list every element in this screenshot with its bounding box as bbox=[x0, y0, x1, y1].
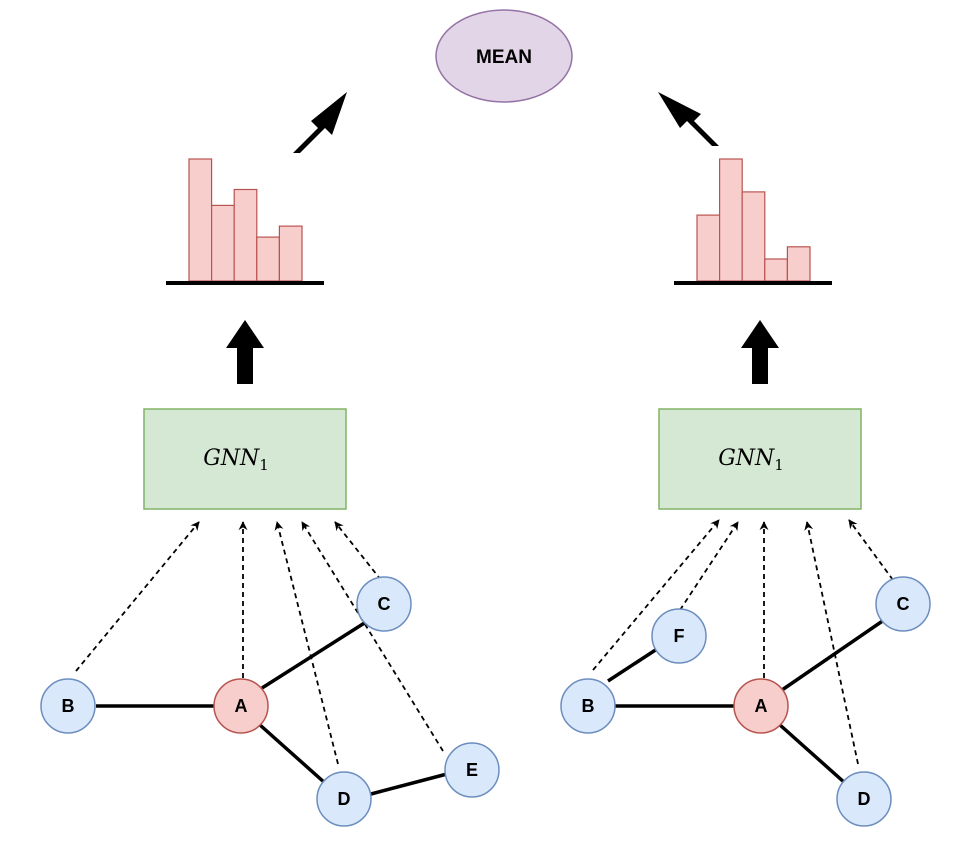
left-histogram-bar-5 bbox=[278, 225, 303, 282]
right-dashed-arrow-b bbox=[592, 519, 720, 671]
left-gnn-label: GNN1 bbox=[203, 446, 269, 474]
mean-ellipse bbox=[435, 9, 573, 103]
right-gnn-name: GNN bbox=[718, 446, 775, 471]
right-gnn-label: GNN1 bbox=[718, 446, 784, 474]
left-edge-a-c bbox=[261, 620, 367, 690]
right-node-c-label: C bbox=[897, 594, 910, 614]
right-histogram-bar-1 bbox=[696, 214, 721, 282]
right-edge-f-b bbox=[607, 647, 658, 683]
left-gnn-rect bbox=[143, 408, 347, 510]
left-dashed-arrow-e bbox=[301, 521, 444, 752]
left-dashed-arrow-b bbox=[75, 521, 200, 672]
right-graph-edges bbox=[607, 618, 885, 785]
right-node-f-circle bbox=[651, 608, 707, 664]
right-edge-a-d bbox=[778, 723, 847, 785]
left-node-b-circle bbox=[40, 678, 96, 734]
left-to-mean-arrow bbox=[293, 92, 347, 153]
left-gnn-name: GNN bbox=[203, 446, 260, 471]
right-histogram-bar-3 bbox=[741, 191, 766, 282]
right-gnn-subscript: 1 bbox=[774, 456, 784, 474]
left-edge-a-d bbox=[258, 723, 327, 785]
left-dashed-arrows bbox=[75, 521, 444, 765]
mean-label: MEAN bbox=[476, 47, 532, 68]
right-node-a: A bbox=[733, 678, 789, 734]
left-node-e-label: E bbox=[466, 760, 478, 780]
right-edge-a-c bbox=[781, 618, 885, 692]
left-node-c-label: C bbox=[378, 594, 391, 614]
left-histogram bbox=[188, 158, 303, 282]
left-node-d-label: D bbox=[338, 789, 351, 809]
left-edge-d-e bbox=[370, 772, 448, 796]
left-histogram-bar-1 bbox=[188, 158, 213, 282]
right-node-d-label: D bbox=[858, 789, 871, 809]
right-gnn-rect bbox=[658, 408, 862, 510]
left-node-b-label: B bbox=[62, 696, 75, 716]
right-node-b: B bbox=[560, 678, 616, 734]
right-graph-nodes: F B A C D bbox=[560, 576, 931, 827]
right-node-c-circle bbox=[875, 576, 931, 632]
left-node-d: D bbox=[316, 771, 372, 827]
right-node-d: D bbox=[836, 771, 892, 827]
left-histogram-bar-3 bbox=[233, 188, 258, 282]
left-node-a-label: A bbox=[235, 696, 248, 716]
right-dashed-arrow-c bbox=[848, 519, 894, 581]
left-dashed-arrow-c bbox=[334, 521, 382, 581]
right-dashed-arrows bbox=[592, 519, 894, 765]
left-node-e: E bbox=[444, 742, 500, 798]
right-histogram bbox=[696, 158, 811, 282]
right-node-b-circle bbox=[560, 678, 616, 734]
right-node-f: F bbox=[651, 608, 707, 664]
right-node-f-label: F bbox=[674, 626, 685, 646]
right-gnn-box: GNN1 bbox=[658, 408, 862, 510]
left-graph-nodes: B A C D E bbox=[40, 576, 500, 827]
left-node-b: B bbox=[40, 678, 96, 734]
right-histogram-bar-5 bbox=[786, 246, 811, 282]
left-gnn-box: GNN1 bbox=[143, 408, 347, 510]
right-histogram-bar-4 bbox=[764, 258, 788, 282]
right-node-d-circle bbox=[836, 771, 892, 827]
left-gnn-up-arrow bbox=[226, 320, 264, 384]
left-node-a-circle bbox=[213, 678, 269, 734]
right-node-b-label: B bbox=[582, 696, 595, 716]
right-node-a-label: A bbox=[755, 696, 768, 716]
left-histogram-bar-4 bbox=[256, 236, 280, 282]
left-node-c-circle bbox=[356, 576, 412, 632]
mean-node: MEAN bbox=[435, 9, 573, 103]
right-gnn-up-arrow bbox=[741, 320, 779, 384]
right-node-a-circle bbox=[733, 678, 789, 734]
left-gnn-subscript: 1 bbox=[259, 456, 269, 474]
left-histogram-bar-2 bbox=[211, 204, 235, 282]
right-histogram-bar-2 bbox=[718, 158, 743, 282]
left-node-d-circle bbox=[316, 771, 372, 827]
left-node-a: A bbox=[213, 678, 269, 734]
right-node-c: C bbox=[875, 576, 931, 632]
left-node-e-circle bbox=[444, 742, 500, 798]
left-node-c: C bbox=[356, 576, 412, 632]
right-to-mean-arrow bbox=[658, 92, 719, 146]
left-dashed-arrow-d bbox=[274, 521, 339, 765]
left-graph-edges bbox=[96, 620, 448, 796]
right-dashed-arrow-f bbox=[679, 521, 739, 611]
